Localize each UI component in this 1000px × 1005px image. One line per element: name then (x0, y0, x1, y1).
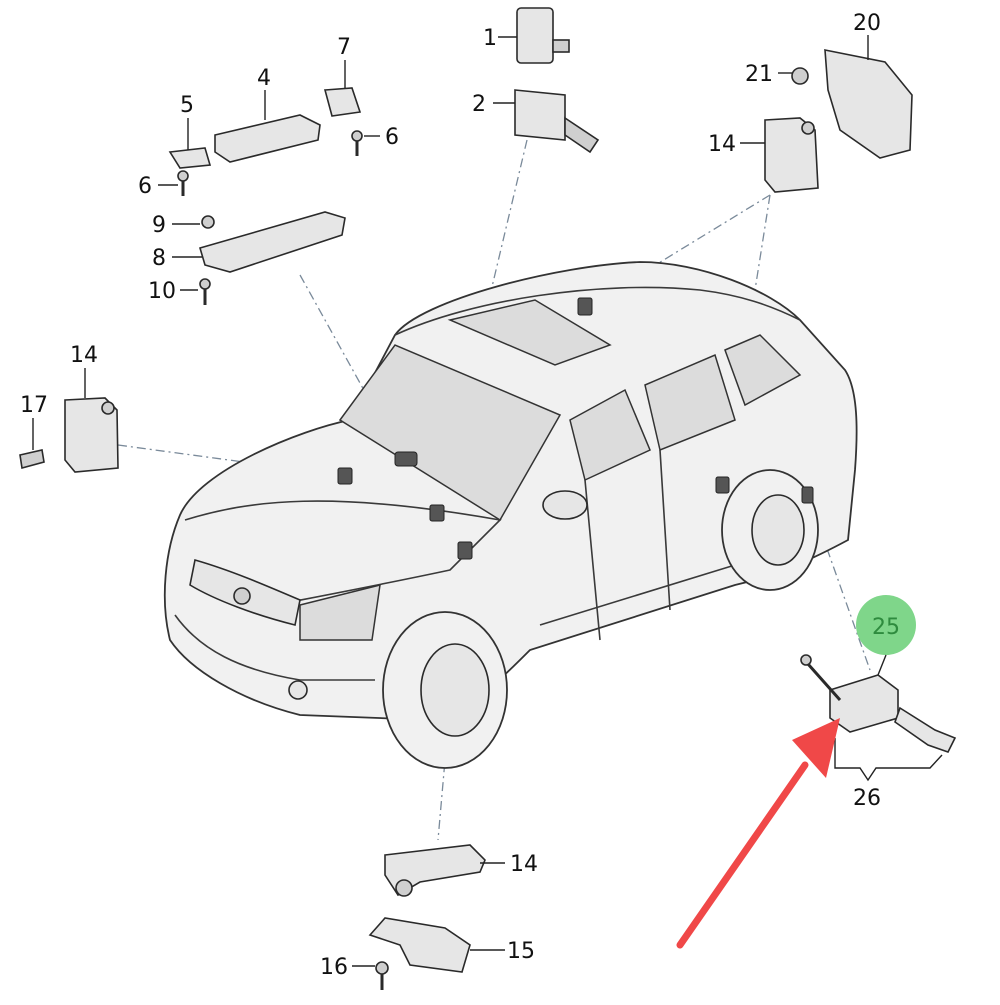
label-2: 2 (472, 92, 486, 117)
part-1: 1 (483, 7, 570, 64)
car-hood (184, 500, 502, 606)
part-9-nut (201, 215, 215, 229)
label-7: 7 (337, 35, 351, 60)
part-9: 9 (152, 213, 215, 238)
label-6a: 6 (138, 174, 152, 199)
part-21: 21 (745, 62, 809, 87)
sensor-mark-door (715, 476, 730, 494)
label-9: 9 (152, 213, 166, 238)
part-14b-module (64, 397, 119, 473)
car-door-line-2 (659, 449, 671, 611)
screw-10-head (199, 278, 211, 290)
screw-6b-head (351, 130, 363, 142)
label-20: 20 (853, 11, 881, 36)
part-15-bracket (368, 917, 471, 973)
highlight-circle-25 (856, 595, 916, 655)
part-15: 15 (368, 917, 535, 973)
part-17-bolt (19, 449, 45, 470)
car-roofline (394, 286, 801, 336)
car-window-rear (644, 353, 736, 452)
car-side-sill (539, 564, 736, 626)
sensor-mark-dash (429, 504, 445, 522)
red-arrow-head (792, 718, 840, 778)
part-14-left: 14 (64, 343, 119, 473)
part-21-nut (791, 67, 809, 85)
part-8-housing (199, 211, 346, 273)
sensor-mark-windshield (394, 451, 418, 467)
part-14-top-right: 14 (708, 117, 819, 193)
sensor-mark-roof (577, 297, 593, 316)
part-16: 16 (320, 955, 389, 990)
label-14b: 14 (70, 343, 98, 368)
car-foglight (288, 680, 308, 700)
part-20-bracket (824, 49, 913, 159)
part-25-valve-stem (894, 706, 957, 753)
part-2-bracket (564, 116, 600, 154)
part-5-clip (168, 147, 212, 169)
part-6-right: 6 (351, 125, 399, 156)
label-16: 16 (320, 955, 348, 980)
part-10: 10 (148, 278, 211, 305)
label-17: 17 (20, 393, 48, 418)
part-7-sensor (323, 87, 362, 117)
car-sunroof (447, 299, 612, 366)
label-25: 25 (872, 615, 900, 640)
part-20: 20 (824, 11, 913, 159)
car-windshield (338, 344, 562, 522)
part-5: 5 (168, 93, 212, 169)
part-26: 26 (834, 738, 943, 811)
part-14-bottom: 14 (384, 844, 538, 897)
car-window-back (724, 334, 802, 407)
car-badge (233, 587, 251, 605)
label-21: 21 (745, 62, 773, 87)
label-4: 4 (257, 66, 271, 91)
car-headlight (299, 584, 381, 641)
label-8: 8 (152, 246, 166, 271)
connector-part25 (807, 494, 871, 671)
label-15: 15 (507, 939, 535, 964)
label-10: 10 (148, 279, 176, 304)
label-14c: 14 (510, 852, 538, 877)
sensor-mark-wheel (801, 486, 814, 504)
part-4: 4 (214, 66, 321, 163)
part-14a-module (764, 117, 819, 193)
part-6-left: 6 (138, 170, 189, 199)
part-1-tab (552, 39, 570, 53)
car-illustration (163, 261, 858, 769)
part-2-module (514, 89, 566, 141)
screw-16-head (375, 961, 389, 975)
label-5: 5 (180, 93, 194, 118)
label-26: 26 (853, 786, 881, 811)
part-25-tpms-sensor (829, 674, 899, 733)
part-7: 7 (323, 35, 362, 117)
car-mirror (542, 490, 588, 520)
label-14a: 14 (708, 132, 736, 157)
screw-6a-head (177, 170, 189, 182)
label-6b: 6 (385, 125, 399, 150)
car-rear-rim (751, 494, 805, 566)
red-arrow (676, 718, 840, 949)
car-bumper (174, 614, 375, 681)
sensor-mark-front (337, 467, 353, 485)
part-1-module (516, 7, 554, 64)
part-17: 17 (19, 393, 48, 470)
car-window-front (569, 388, 651, 482)
red-arrow-shaft (676, 761, 809, 949)
sensor-mark-pillar (457, 541, 473, 560)
part-2: 2 (472, 89, 600, 154)
bracket-26 (834, 738, 943, 782)
part-8: 8 (152, 211, 346, 273)
part-4-strip (214, 114, 321, 163)
car-front-rim (420, 643, 490, 737)
part-25: 25 (800, 595, 957, 753)
label-1: 1 (483, 26, 497, 51)
